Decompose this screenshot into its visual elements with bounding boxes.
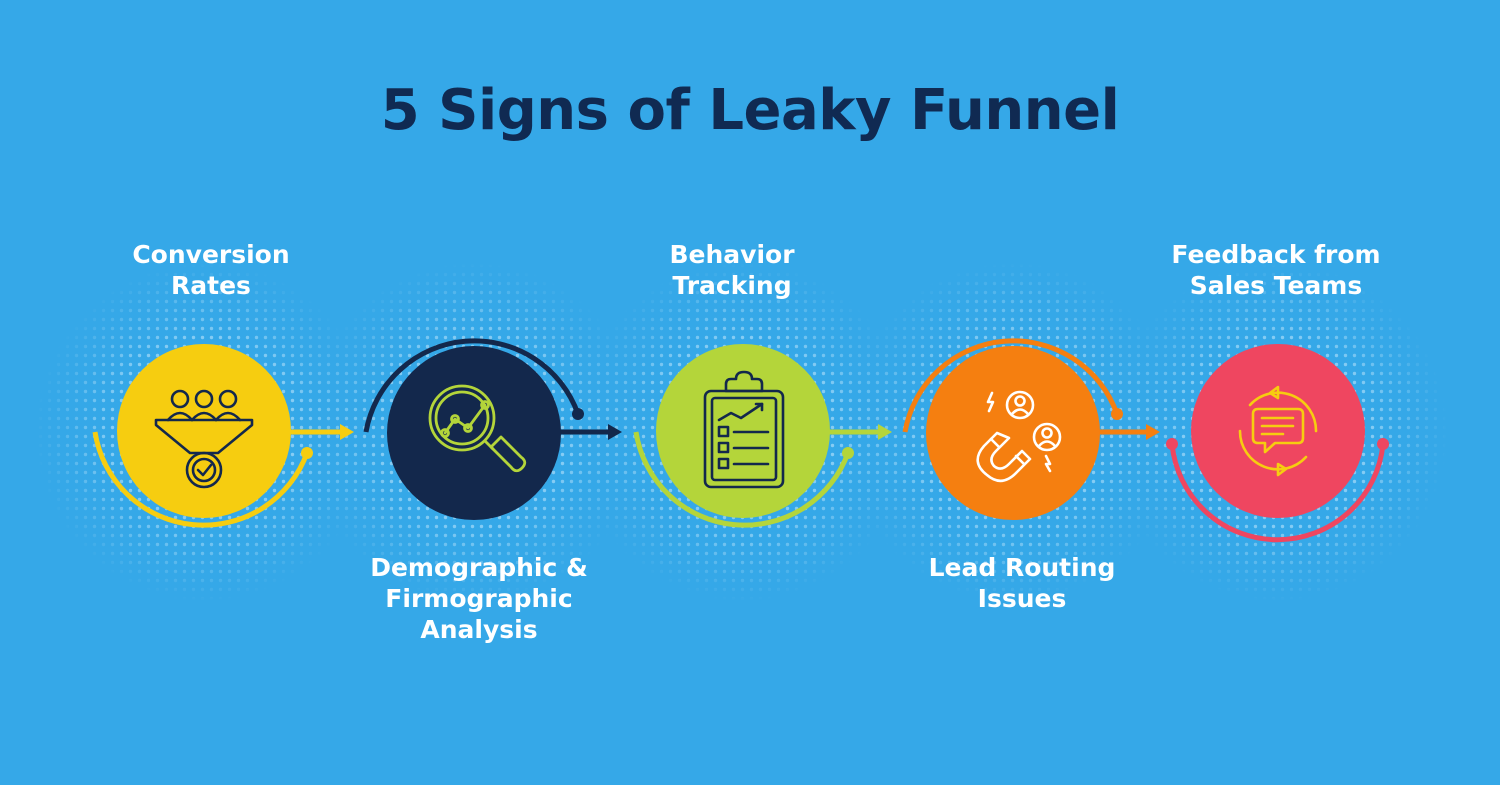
step-1-label-line: Conversion [132, 240, 290, 269]
step-1-circle [117, 344, 291, 518]
step-3-label-line: Tracking [672, 271, 792, 300]
step-2-connector-dot [572, 408, 584, 420]
magnifier-chart-icon [428, 384, 527, 473]
clipboard-checklist-icon [703, 370, 785, 489]
step-1-label: Conversion Rates [61, 239, 361, 301]
step-5-connector-dot-left [1166, 438, 1178, 450]
step-5-label-line: Feedback from [1171, 240, 1381, 269]
step-3-label: Behavior Tracking [582, 239, 882, 301]
step-2-label: Demographic & Firmographic Analysis [329, 552, 629, 645]
step-3-arrowhead [878, 424, 892, 440]
step-4-label: Lead Routing Issues [872, 552, 1172, 614]
step-3-label-line: Behavior [669, 240, 795, 269]
step-4-arrowhead [1146, 424, 1160, 440]
step-4-connector-dot [1111, 408, 1123, 420]
step-3-connector [633, 429, 878, 528]
step-2-arrowhead [608, 424, 622, 440]
step-5-circle [1191, 344, 1365, 518]
step-4-connector [902, 338, 1146, 435]
step-1-connector-dot [301, 447, 313, 459]
step-2-label-line: Firmographic [385, 584, 573, 613]
step-2-label-line: Demographic & [370, 553, 588, 582]
step-1-connector [92, 429, 340, 528]
chat-refresh-icon [1238, 385, 1318, 477]
step-4-label-line: Issues [977, 584, 1067, 613]
page-title: 5 Signs of Leaky Funnel [380, 78, 1120, 143]
step-5-connector-dot-right [1377, 438, 1389, 450]
step-5-connector [1169, 443, 1386, 543]
funnel-people-icon [154, 389, 254, 489]
magnet-users-icon [976, 390, 1062, 483]
step-4-circle [926, 346, 1100, 520]
step-5-label-line: Sales Teams [1189, 271, 1363, 300]
step-5-label: Feedback from Sales Teams [1126, 239, 1426, 301]
step-3-connector-dot [842, 447, 854, 459]
step-4-label-line: Lead Routing [928, 553, 1116, 582]
step-1-label-line: Rates [171, 271, 251, 300]
step-1-arrowhead [340, 424, 354, 440]
step-2-label-line: Analysis [420, 615, 538, 644]
step-2-circle [387, 346, 561, 520]
step-2-connector [363, 338, 608, 435]
